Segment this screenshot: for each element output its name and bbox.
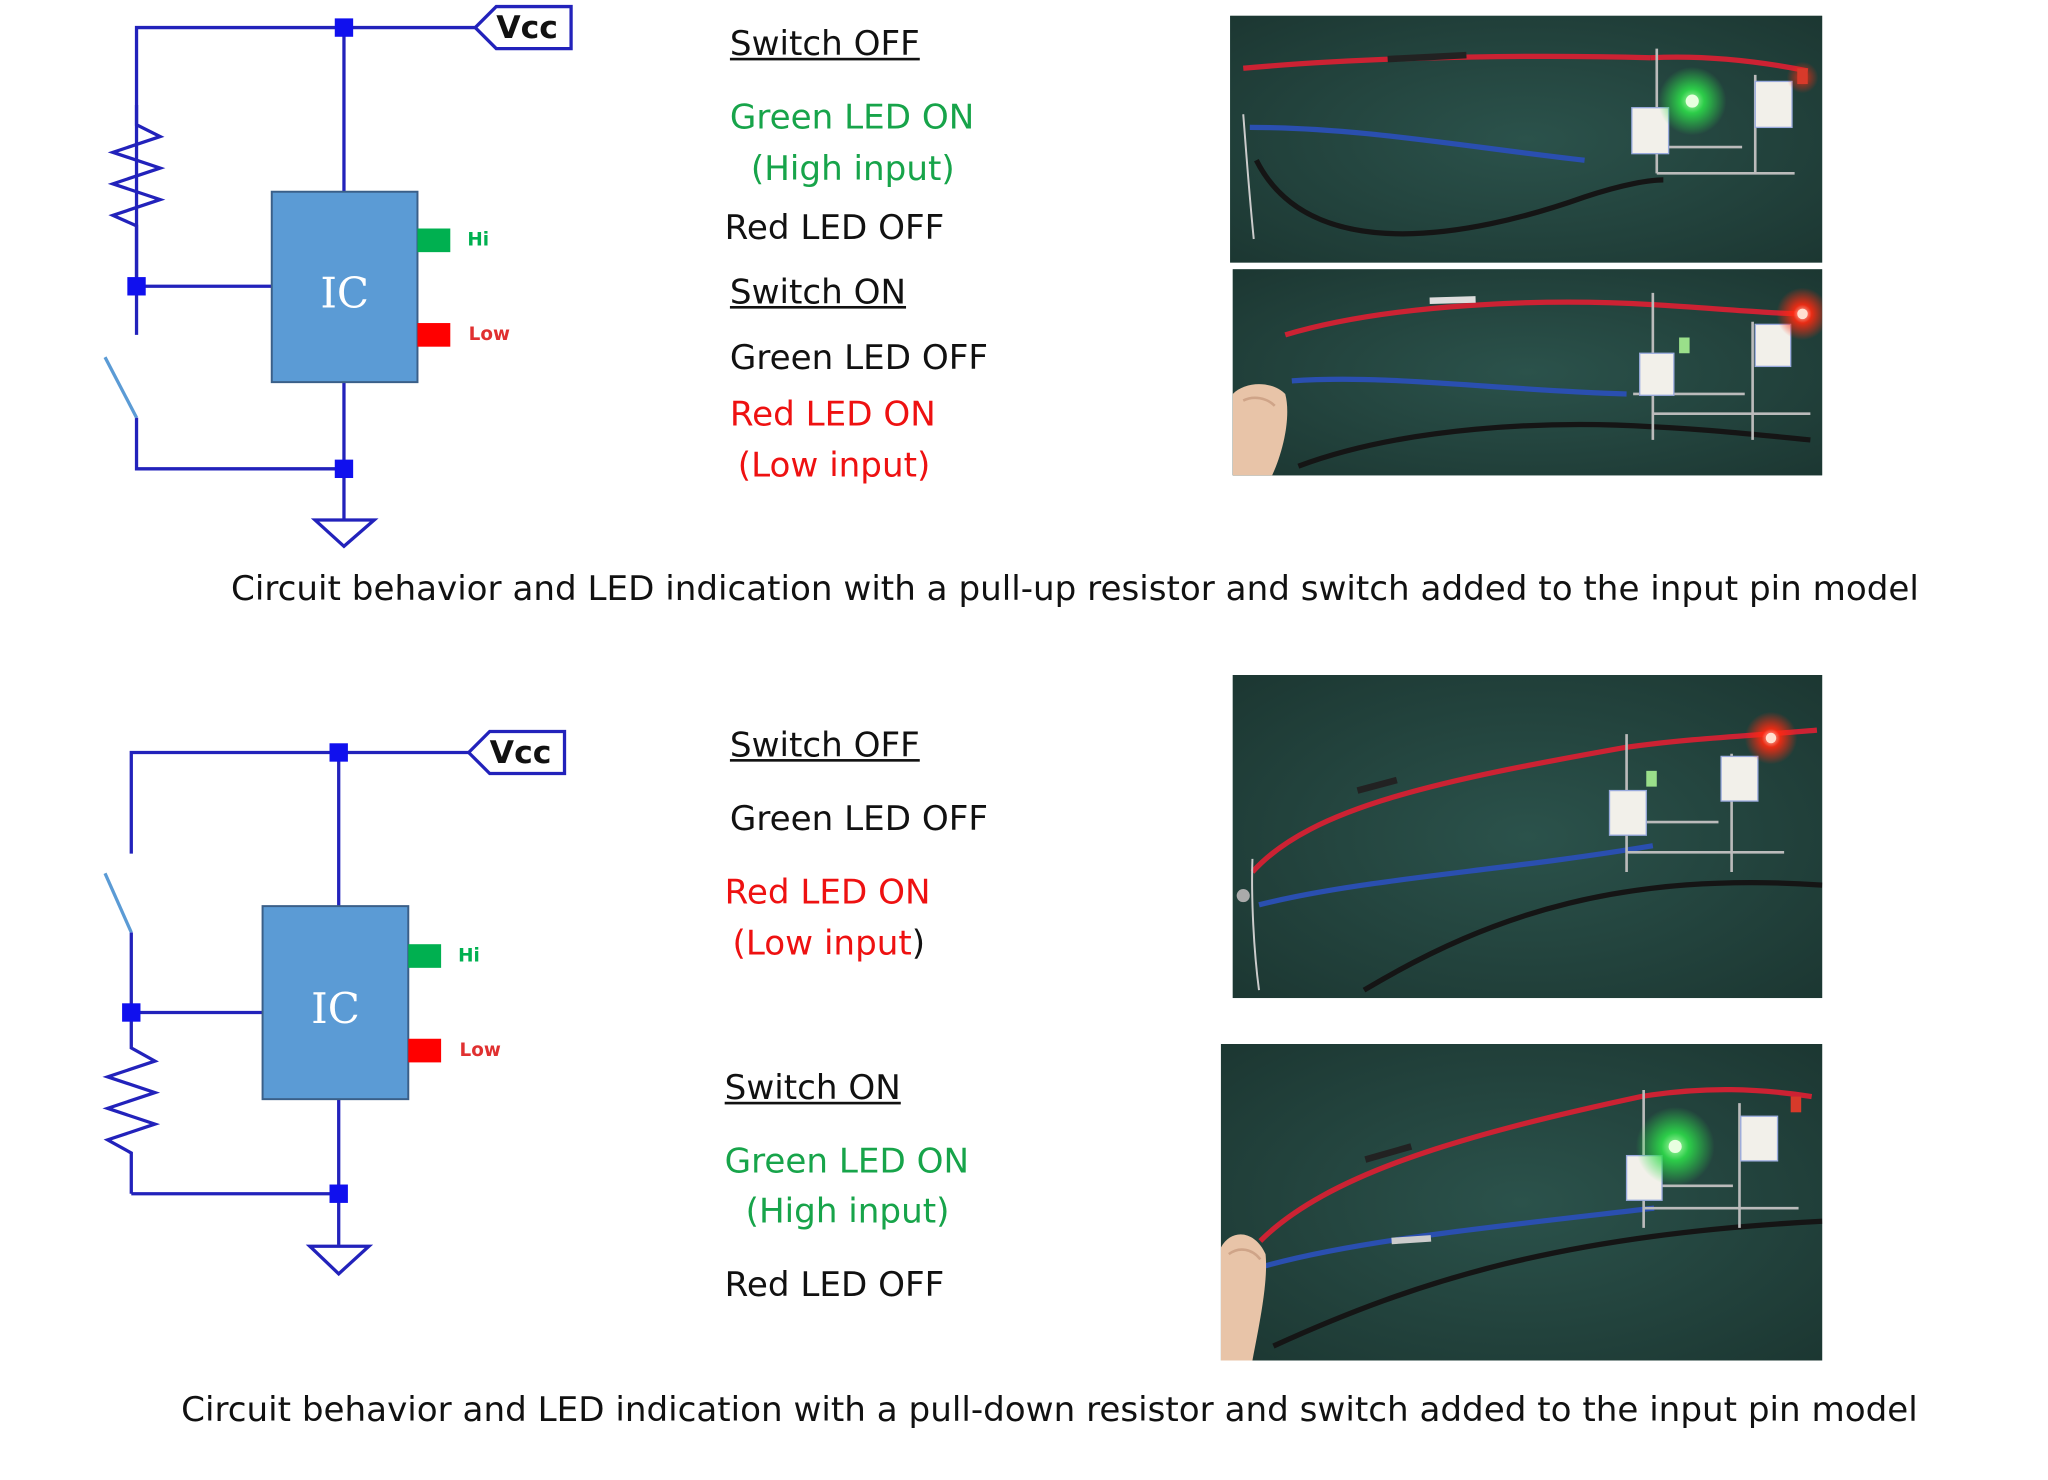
photo-pulldown-switch-off bbox=[1232, 674, 1823, 999]
ic-block bbox=[261, 905, 410, 1101]
vcc-label: Vcc bbox=[496, 9, 558, 46]
ic-block bbox=[270, 190, 419, 384]
ic-label: IC bbox=[320, 267, 370, 318]
pulldown-switch-off-heading: Switch OFF bbox=[729, 726, 920, 766]
pulldown-resistor bbox=[102, 1012, 161, 1194]
hi-label: Hi bbox=[458, 945, 480, 967]
pullup-caption: Circuit behavior and LED indication with… bbox=[231, 569, 1919, 610]
pulldown-low-input: (Low input) bbox=[733, 925, 926, 964]
low-label: Low bbox=[459, 1040, 501, 1062]
pulldown-green-off: Green LED OFF bbox=[729, 799, 988, 840]
paren-open: ( bbox=[732, 924, 746, 964]
pullup-switch-off-heading: Switch OFF bbox=[729, 24, 920, 65]
photo-pullup-switch-off bbox=[1230, 15, 1823, 263]
photo-pullup-switch-on bbox=[1232, 269, 1823, 476]
pullup-low-input: (Low input) bbox=[737, 446, 931, 486]
ic-label: IC bbox=[311, 983, 360, 1034]
pullup-switch bbox=[103, 356, 138, 419]
paren-close: ) bbox=[911, 924, 926, 964]
hi-pin bbox=[417, 228, 451, 253]
vcc-label: Vcc bbox=[489, 734, 552, 771]
hi-pin bbox=[408, 944, 442, 968]
ground-icon bbox=[305, 1244, 374, 1277]
pullup-green-off: Green LED OFF bbox=[729, 338, 988, 379]
pullup-schematic bbox=[103, 4, 573, 549]
pullup-switch-on-heading: Switch ON bbox=[729, 273, 907, 313]
pullup-green-on: Green LED ON bbox=[729, 98, 975, 138]
pulldown-caption: Circuit behavior and LED indication with… bbox=[181, 1390, 1918, 1431]
vcc-flag bbox=[466, 729, 567, 776]
vcc-flag bbox=[472, 4, 573, 51]
pullup-red-on: Red LED ON bbox=[729, 395, 936, 435]
photo-pulldown-switch-on bbox=[1220, 1044, 1823, 1361]
pullup-high-input: (High input) bbox=[750, 149, 955, 190]
pulldown-schematic bbox=[102, 729, 567, 1277]
ground-icon bbox=[310, 518, 379, 549]
pulldown-green-on: Green LED ON bbox=[724, 1142, 970, 1182]
low-input-text: Low input bbox=[745, 924, 912, 964]
low-pin bbox=[417, 323, 451, 347]
low-label: Low bbox=[468, 324, 511, 346]
pulldown-red-off: Red LED OFF bbox=[724, 1265, 945, 1306]
pulldown-high-input: (High input) bbox=[745, 1192, 950, 1232]
pullup-red-off: Red LED OFF bbox=[724, 208, 945, 249]
pullup-resistor bbox=[107, 105, 166, 280]
pulldown-red-on: Red LED ON bbox=[724, 873, 931, 913]
pulldown-switch-on-heading: Switch ON bbox=[724, 1068, 901, 1109]
hi-label: Hi bbox=[467, 229, 490, 251]
pulldown-switch bbox=[103, 872, 133, 934]
low-pin bbox=[408, 1038, 442, 1063]
